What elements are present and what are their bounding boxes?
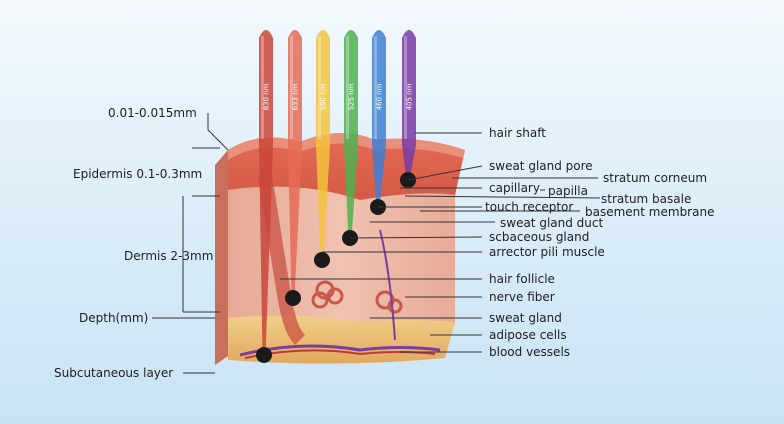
light-beams: 830 nm 633 nm 590 nm 525 nm 460 nm 405 nm: [259, 30, 416, 355]
label-stratum-corneum: stratum corneum: [603, 171, 708, 185]
wavelength-label: 590 nm: [320, 83, 328, 110]
blood-vessel-line: [239, 344, 441, 357]
label-dermis: Dermis 2-3mm: [124, 249, 214, 263]
label-capillary: capillary: [489, 181, 540, 195]
label-epidermis: Epidermis 0.1-0.3mm: [73, 167, 203, 181]
light-beam-highlight: [290, 36, 293, 139]
wavelength-label: 525 nm: [348, 83, 356, 110]
target-points: [256, 172, 416, 363]
label-depth: Depth(mm): [79, 311, 149, 325]
light-beam: 633 nm: [288, 30, 302, 298]
label-nerve-fiber: nerve fiber: [489, 290, 555, 304]
label-touch-receptor: touch receptor: [485, 200, 574, 214]
wavelength-label: 830 nm: [263, 83, 271, 110]
light-beam-shape: [316, 30, 330, 260]
light-beam: 525 nm: [344, 30, 358, 238]
light-beam-shape: [402, 30, 416, 180]
label-sebaceous-gland: scbaceous gland: [489, 230, 590, 244]
label-basement-membrane: basement membrane: [585, 205, 715, 219]
label-blood-vessels: blood vessels: [489, 345, 571, 359]
label-adipose-cells: adipose cells: [489, 328, 567, 342]
label-sweat-gland-pore: sweat gland pore: [489, 159, 593, 173]
light-beam-highlight: [261, 36, 264, 139]
target-point: [314, 252, 330, 268]
wavelength-label: 405 nm: [406, 83, 414, 110]
light-beam: 830 nm: [259, 30, 273, 355]
light-beam-shape: [344, 30, 358, 238]
light-beam-shape: [288, 30, 302, 298]
label-arrector-pili-muscle: arrector pili muscle: [489, 245, 605, 259]
skin-block: [215, 132, 465, 365]
wavelength-label: 460 nm: [376, 83, 384, 110]
light-beam-highlight: [346, 36, 349, 139]
light-beam-highlight: [318, 36, 321, 139]
light-beam: 405 nm: [402, 30, 416, 180]
light-beam-shape: [259, 30, 273, 355]
light-beam-highlight: [374, 36, 377, 139]
target-point: [256, 347, 272, 363]
label-top-thickness: 0.01-0.015mm: [108, 106, 197, 120]
label-stratum-basale: stratum basale: [601, 192, 692, 206]
nerve-fiber-line: [379, 229, 396, 341]
light-beam: 590 nm: [316, 30, 330, 260]
label-hair-shaft: hair shaft: [489, 126, 546, 140]
light-beam-highlight: [404, 36, 407, 139]
light-beam: 460 nm: [372, 30, 386, 207]
label-sweat-gland: sweat gland: [489, 311, 562, 325]
wavelength-label: 633 nm: [292, 83, 300, 110]
right-leader-lines: [280, 132, 601, 353]
skin-side-face: [215, 150, 228, 365]
label-hair-follicle: hair follicle: [489, 272, 555, 286]
label-papilla: papilla: [548, 184, 588, 198]
target-point: [285, 290, 301, 306]
left-leader-lines: [152, 113, 229, 374]
label-subcutaneous: Subcutaneous layer: [54, 366, 174, 380]
label-sweat-gland-duct: sweat gland duct: [500, 216, 604, 230]
sweat-gland-coil: [311, 280, 403, 314]
light-beam-shape: [372, 30, 386, 207]
